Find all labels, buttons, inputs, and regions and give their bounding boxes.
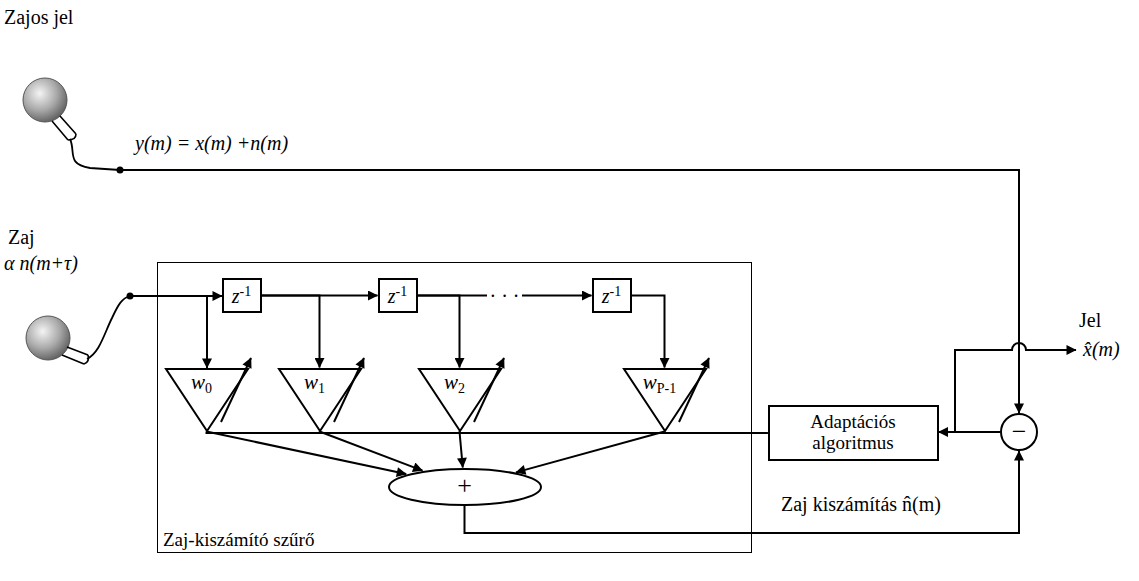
- triangle-outline: [279, 369, 361, 431]
- delay-box-index: -1: [396, 284, 408, 299]
- weight-triangle: w1: [278, 368, 362, 432]
- weight-triangle-index: P-1: [657, 381, 676, 396]
- signal-connector: [262, 296, 320, 368]
- edge-label: Zaj kiszámítás n̂(m): [778, 493, 944, 515]
- delay-box-text: z: [602, 285, 610, 307]
- ellipse-outline: [389, 469, 541, 505]
- signal-label: Jel: [1079, 309, 1101, 331]
- signal-label: Zaj: [8, 226, 35, 248]
- delay-box-index: -1: [240, 284, 252, 299]
- weight-triangle-text: w: [643, 370, 657, 394]
- delay-box: z-1: [378, 278, 418, 313]
- weight-triangle-outline: [418, 368, 502, 432]
- microphone-icon: [26, 296, 130, 364]
- delay-box: z-1: [222, 278, 262, 313]
- weight-triangle-text: w: [304, 370, 318, 394]
- adjust-arrow: [334, 358, 364, 422]
- adjust-arrow: [221, 358, 251, 422]
- signal-connector: [465, 451, 1020, 533]
- microphone-icon: [23, 78, 120, 170]
- delay-box-text: z: [388, 285, 396, 307]
- ellipse-outline: [1001, 414, 1037, 450]
- signal-connector: [460, 432, 463, 468]
- triangle-outline: [166, 369, 248, 431]
- process-box: Adaptációs algoritmus: [768, 405, 939, 461]
- signal-connector: [939, 431, 1001, 433]
- weight-triangle: wP-1: [623, 368, 707, 432]
- weight-triangle-index: 2: [458, 381, 465, 396]
- weight-triangle-index: 0: [205, 381, 212, 396]
- filter-box-text: Zaj-kiszámító szűrő: [163, 529, 314, 550]
- subtractor-circle: −: [1000, 413, 1038, 451]
- signal-connector: [320, 432, 768, 434]
- signal-label: x̂(m): [1083, 338, 1120, 360]
- weight-triangle-text: w: [444, 370, 458, 394]
- delay-box: z-1: [592, 278, 632, 313]
- triangle-outline: [419, 369, 501, 431]
- weight-triangle: w0: [165, 368, 249, 432]
- signal-connector: [320, 432, 423, 471]
- weight-triangle-index: 1: [318, 381, 325, 396]
- delay-box-index: -1: [610, 284, 622, 299]
- process-box-text: Adaptációs algoritmus: [810, 411, 895, 453]
- signal-connector: [516, 432, 665, 473]
- weight-triangle-outline: [165, 368, 249, 432]
- signal-connector: [665, 432, 768, 434]
- signal-label: α n(m+τ): [4, 252, 78, 274]
- weight-triangle-outline: [623, 368, 707, 432]
- edge-label: · · ·: [487, 285, 523, 307]
- filter-box: z-1z-1z-1w0w1w2wP-1+Zaj-kiszámító szűrő: [157, 262, 752, 553]
- subtractor-circle-text: −: [1012, 417, 1027, 446]
- weight-triangle-text: w: [191, 370, 205, 394]
- signal-label: Zajos jel: [4, 6, 73, 28]
- summer-oval: +: [388, 468, 542, 506]
- triangle-outline: [624, 369, 706, 431]
- weight-triangle: w2: [418, 368, 502, 432]
- weight-triangle-outline: [278, 368, 362, 432]
- signal-connector: [632, 296, 665, 368]
- adjust-arrow: [474, 358, 504, 422]
- signal-connector: [460, 432, 768, 434]
- delay-box-text: z: [232, 285, 240, 307]
- adjust-arrow: [679, 358, 709, 422]
- signal-wire: [130, 295, 222, 297]
- signal-connector: [418, 296, 460, 368]
- signal-label: y(m) = x(m) +n(m): [135, 132, 288, 154]
- signal-wire: [120, 170, 1019, 413]
- signal-wire: [206, 296, 208, 368]
- summer-oval-text: +: [457, 471, 472, 500]
- signal-connector: [207, 432, 768, 434]
